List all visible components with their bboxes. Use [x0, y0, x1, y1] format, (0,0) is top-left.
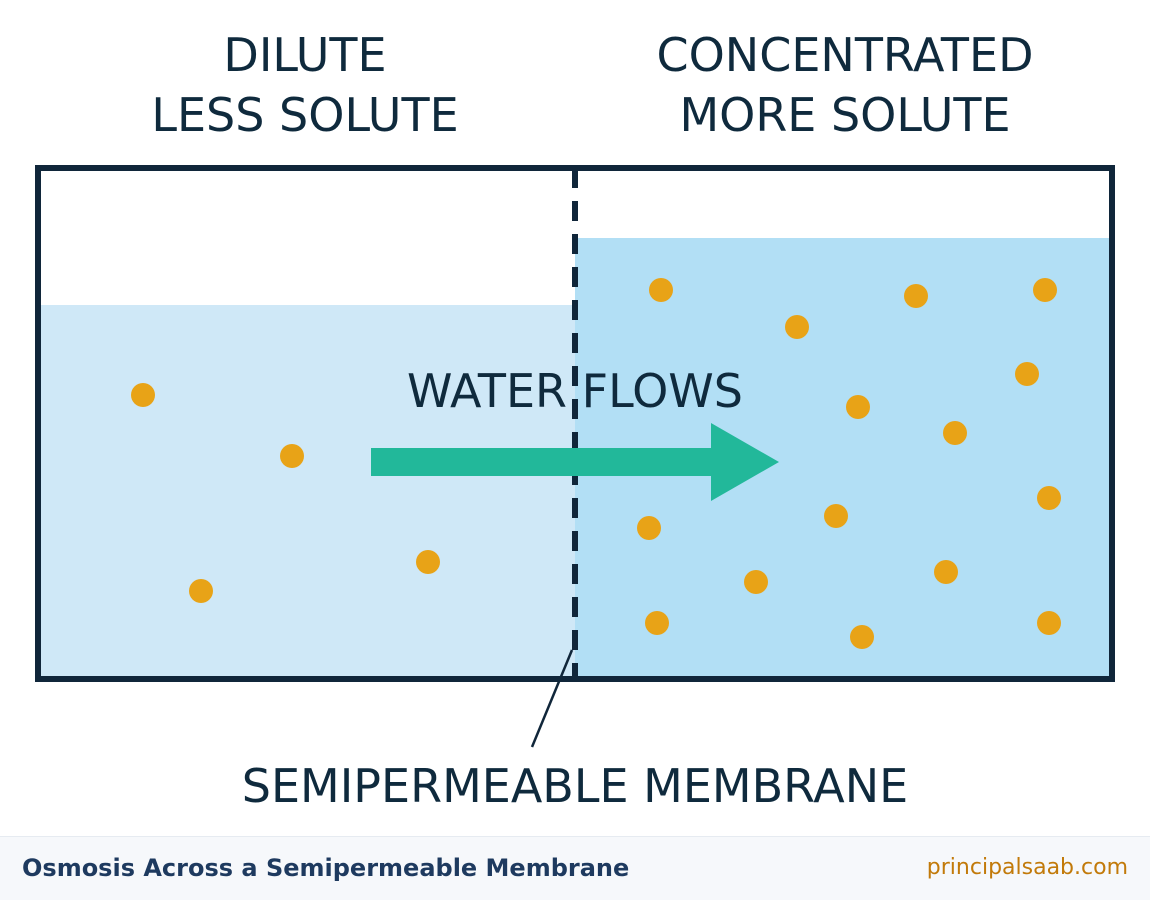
footer-bar: Osmosis Across a Semipermeable Membrane … — [0, 836, 1150, 900]
solute-particle — [846, 395, 870, 419]
arrow-right-icon — [371, 423, 779, 501]
solute-particle — [744, 570, 768, 594]
solute-particle — [1015, 362, 1039, 386]
concentrated-solute-particles — [637, 278, 1061, 649]
osmosis-diagram: DILUTE LESS SOLUTE CONCENTRATED MORE SOL… — [35, 28, 1115, 813]
solute-particle — [934, 560, 958, 584]
water-flows-label: WATER FLOWS — [407, 364, 743, 418]
membrane-pointer-line — [530, 649, 574, 748]
dilute-heading: DILUTE — [223, 28, 386, 82]
solute-particle — [943, 421, 967, 445]
footer-brand-link[interactable]: principalsaab.com — [926, 855, 1128, 880]
solute-particle — [1037, 611, 1061, 635]
solute-particle — [785, 315, 809, 339]
dilute-water — [38, 305, 575, 679]
solute-particle — [189, 579, 213, 603]
dilute-solute-particles — [131, 383, 440, 603]
solute-particle — [131, 383, 155, 407]
membrane-label: SEMIPERMEABLE MEMBRANE — [242, 759, 908, 813]
solute-particle — [416, 550, 440, 574]
footer-title: Osmosis Across a Semipermeable Membrane — [22, 854, 630, 882]
more-solute-heading: MORE SOLUTE — [679, 88, 1010, 142]
solute-particle — [824, 504, 848, 528]
concentrated-heading: CONCENTRATED — [656, 28, 1033, 82]
solute-particle — [1033, 278, 1057, 302]
solute-particle — [649, 278, 673, 302]
less-solute-heading: LESS SOLUTE — [151, 88, 458, 142]
solute-particle — [637, 516, 661, 540]
solute-particle — [645, 611, 669, 635]
solute-particle — [280, 444, 304, 468]
solute-particle — [1037, 486, 1061, 510]
solute-particle — [904, 284, 928, 308]
solute-particle — [850, 625, 874, 649]
